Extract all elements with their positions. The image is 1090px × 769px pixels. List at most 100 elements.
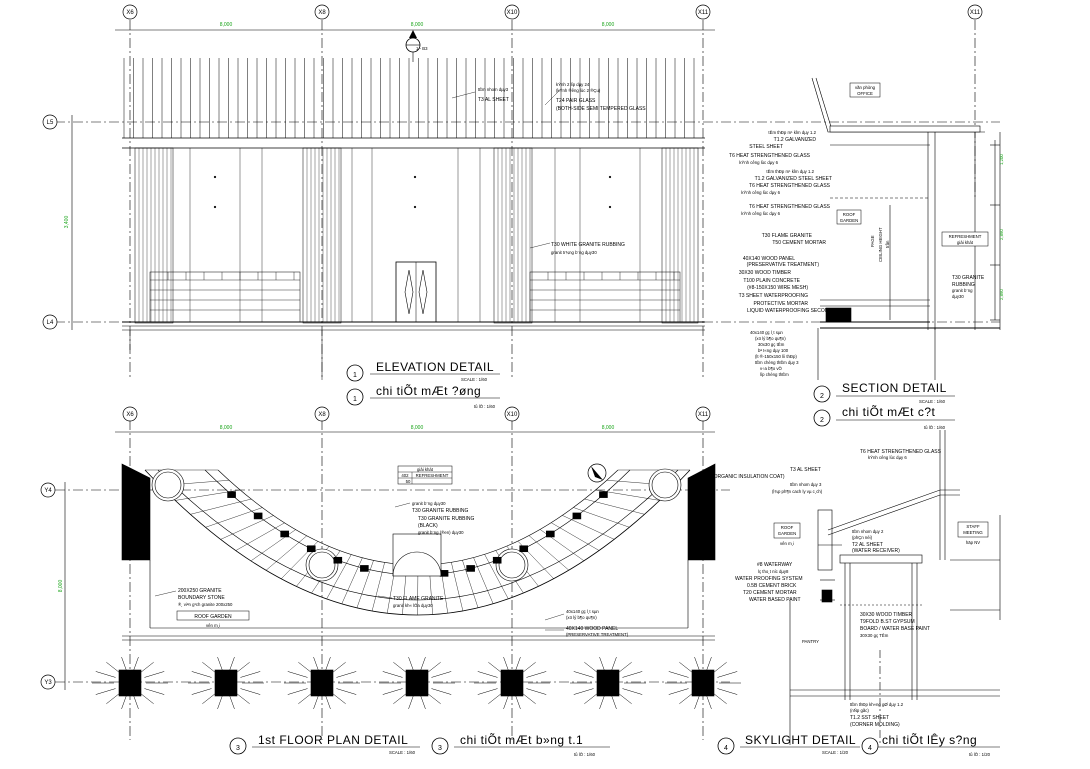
dim-height: 3,400 (64, 216, 70, 229)
sky-note-17: T9FOLD B.ST GYPSUM (860, 619, 915, 625)
section-page: PAGE (870, 235, 875, 247)
elev-note-2-vn: kÝnh 2 líp dµy 24 (556, 82, 590, 87)
sec-vn-3: bª t«ng dµy 100 (758, 348, 789, 353)
sky-note-21: (CORNER MOLDING) (850, 722, 900, 728)
elevation-drawing (122, 58, 705, 380)
elevation-notes: tÊm nhom dµy3 T3 AL SHEET kÝnh 2 líp dµy… (451, 82, 646, 255)
elev-note-2-en: T24 PAIR GLASS (556, 98, 596, 104)
plan-note-1: T30 GRANITE RUBBING (412, 508, 469, 514)
sky-meeting-vn: häp NV (966, 540, 980, 545)
sec-note-10: kÝnh c­êng lùc dµy 6 (741, 211, 780, 216)
grid-bubbles-top: X6 X8 X10 X11 X11 L5 L4 (42, 4, 983, 330)
grid-bubble-l4: L4 (47, 320, 54, 326)
elevation-title-en: ELEVATION DETAIL (376, 360, 494, 374)
plan-note-13: (xö lý b¶o qu¶n) (566, 615, 597, 620)
sky-meeting: MEETING (963, 530, 983, 535)
plan-note-7: ®¸ viªn g¹ch granite 200x250 (178, 602, 233, 607)
plan-table-vn: giải khát (417, 467, 434, 472)
sec-note-0: tÊm thÐp m¹ kÏm dµy 1.2 (768, 130, 816, 135)
section-granite: T30 GRANITE (952, 275, 985, 281)
sec-note-11: T30 FLAME GRANITE (762, 233, 813, 239)
plan-note-12: 40x140 gç l¸t sµn (566, 609, 599, 614)
elevation-scale: SCALE : 1/60 (461, 377, 488, 382)
roof-fins (123, 58, 695, 138)
plan-dim-1: 8,000 (220, 425, 233, 431)
section-thickness-vn: dµy30 (952, 294, 964, 299)
plan-note-14: 40X140 WOOD PANEL (566, 626, 618, 632)
plan-note-11: granit kh« lÖa dµy30 (393, 603, 433, 608)
section-labels: văn phòng OFFICE ROOF GARDEN REFRESHMENT… (836, 82, 1004, 300)
grid-bubble-x6: X6 (126, 10, 134, 16)
plan-bubble-x8: X8 (318, 412, 326, 418)
sky-roof: ROOF (781, 525, 794, 530)
sec-vn-4: (lt ®-150x150 líi thÐp) (755, 354, 797, 359)
plan-title-en: 1st FLOOR PLAN DETAIL (258, 733, 408, 747)
sec-note-19: PROTECTIVE MORTAR (753, 301, 808, 307)
sky-garden: GARDEN (778, 531, 796, 536)
section-dim-2: 2,890 (999, 229, 1004, 240)
boundary-stones (227, 491, 608, 577)
sky-note-10: #8 WATERWAY (757, 562, 793, 568)
grid-bubble-l5: L5 (47, 120, 54, 126)
plan-note-0: granit b¨ng dµy30 (412, 501, 446, 506)
plan-note-9: v­ên m¸i (206, 623, 220, 628)
plan-title-vn: chi tiÕt mÆt b»ng t.1 (460, 732, 583, 747)
sky-note-16: 30X30 WOOD TIMBER (860, 612, 913, 618)
section-scale: SCALE : 1/60 (919, 399, 946, 404)
elev-note-1-vn: tÊm nhom dµy3 (478, 87, 509, 92)
plan-note-10: T30 FLAME GRANITE (393, 596, 444, 602)
section-granite-vn: granit b¨ng (952, 288, 973, 293)
plan-scale: SCALE : 1/60 (389, 750, 416, 755)
elev-note-2-vn2: (kÝnh ®­êng lùc 2 ®Çu) (556, 88, 601, 93)
section-scale-vn: tû lÖ : 1/60 (924, 425, 946, 430)
elevation-title-vn: chi tiÕt mÆt ?øng (376, 383, 481, 398)
plan-table-room: 402 (401, 473, 409, 478)
sky-note-11: lç tho¸t n­íc dµy8 (758, 569, 789, 574)
sec-note-2: STEEL SHEET (749, 144, 783, 150)
plan-note-2: T30 GRANITE RUBBING (418, 516, 475, 522)
section-rubbing: RUBBING (952, 282, 975, 288)
section-notes: tÊm thÐp m¹ kÏm dµy 1.2 T1.2 GALVANIZED … (729, 130, 832, 377)
sky-note-7: (phÇn nèi) (852, 535, 873, 540)
plan-drawing (92, 463, 741, 710)
sky-note-0: T6 HEAT STRENGTHENED GLASS (860, 449, 942, 455)
plan-radial-lines (145, 469, 690, 616)
plan-note-15: (PRESERVATIVE TREATMENT) (566, 632, 629, 637)
plan-labels: giải khát 402 REFRESHMENT 50 granit b¨ng… (154, 465, 629, 637)
dim-top-3: 8,000 (602, 22, 615, 28)
sky-note-2: T3 AL SHEET (790, 467, 821, 473)
elev-note-2-en2: (BOTH-SIDE SEMI TEMPERED GLASS (556, 106, 646, 112)
sky-note-19: 30X30 gç TÊm (860, 633, 889, 638)
sec-note-9: T6 HEAT STRENGTHENED GLASS (749, 204, 831, 210)
plan-note-3: (BLACK) (418, 523, 438, 529)
plan-table-area: 50 (406, 479, 411, 484)
sky-note-22: tÊm thÐp kh«ng gØ dµy 1.2 (850, 702, 904, 707)
sec-note-20: LIQUID WATERPROOFING SECOND (747, 308, 832, 314)
sec-note-18: T3 SHEET WATERPROOFING (739, 293, 808, 299)
sec-note-7: T6 HEAT STRENGTHENED GLASS (749, 183, 831, 189)
skylight-drawing (789, 430, 1001, 745)
elevation-scale-vn: tû lÖ : 1/60 (474, 404, 496, 409)
sec-note-15: 30X30 WOOD TIMBER (739, 270, 792, 276)
plan-note-8: ROOF GARDEN (194, 614, 232, 620)
sec-note-17: (#8-150X150 WIRE MESH) (747, 285, 808, 291)
tree-planters (92, 656, 741, 710)
skylight-title-en: SKYLIGHT DETAIL (745, 733, 856, 747)
plan-bubble-x11: X11 (698, 412, 709, 418)
section-number: 2 (820, 393, 824, 400)
sky-note-5: (l¾p ph¶n cach ly vµ c¸ch) (772, 489, 823, 494)
sky-note-14: T20 CEMENT MORTAR (743, 590, 797, 596)
section-title-en: SECTION DETAIL (842, 381, 947, 395)
plan-bubble-y4: Y4 (44, 488, 52, 494)
sky-note-4: tÊm nhom dµy 3 (790, 482, 822, 487)
sec-note-4: kÝnh c­êng lùc dµy 6 (739, 160, 778, 165)
section-dim-1: 1,200 (999, 154, 1004, 165)
sec-note-6: T1.2 GALVANIZED STEEL SHEET (755, 176, 832, 182)
skylight-labels: T6 HEAT STRENGTHENED GLASS kÝnh c­êng lù… (712, 449, 989, 728)
section-title-block: 2 SECTION DETAIL SCALE : 1/60 2 chi tiÕt… (813, 381, 955, 430)
grid-bubble-x11: X11 (698, 10, 709, 16)
section-office-vn: văn phòng (855, 85, 876, 90)
dim-top-2: 8,000 (411, 22, 424, 28)
plan-note-4: granit b¨ng (®en) dµy30 (418, 530, 464, 535)
